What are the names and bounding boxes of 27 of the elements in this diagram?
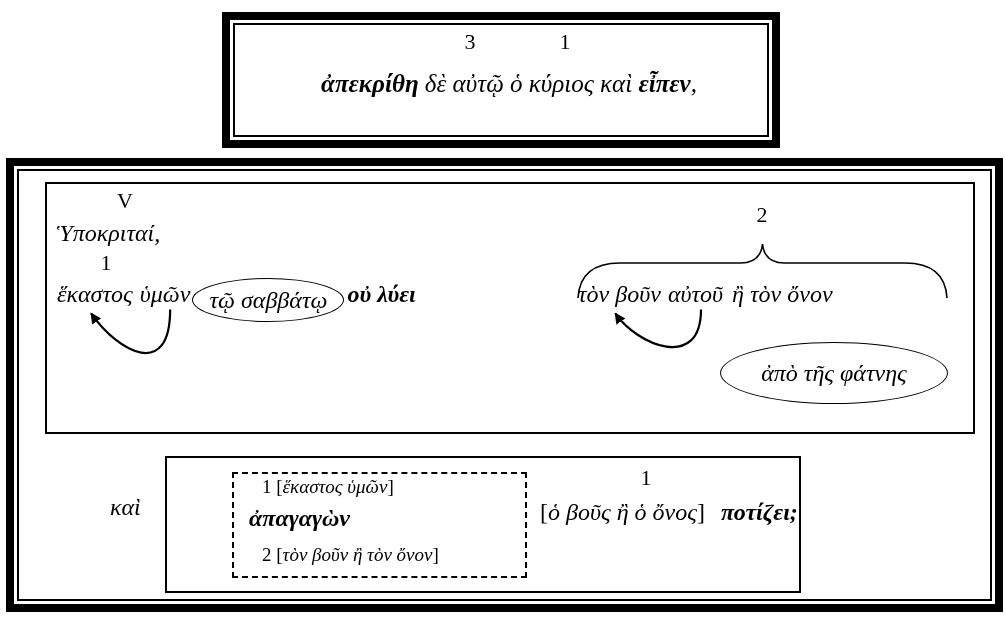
greek-phrase: 1 [ἕκαστος ὑμῶν]	[262, 477, 394, 498]
greek-verb: ποτίζει;	[721, 499, 798, 526]
reference-number: 1	[640, 466, 652, 491]
reference-number: 2	[756, 203, 768, 228]
curved-arrow	[614, 309, 703, 349]
clause-panel	[165, 456, 801, 593]
clause-panel	[45, 182, 975, 434]
reference-number: 3	[464, 30, 476, 55]
greek-word: αὐτοῦ	[667, 281, 724, 308]
greek-word: ὑμῶν	[139, 281, 191, 308]
greek-phrase: ἢ τὸν ὄνον	[732, 281, 833, 308]
dashed-box	[232, 472, 527, 578]
heading-frame	[222, 12, 780, 148]
greek-word: τὸν βοῦν	[578, 281, 661, 308]
outer-frame	[6, 158, 1003, 612]
greek-phrase: 2 [τὸν βοῦν ἢ τὸν ὄνον]	[262, 545, 439, 566]
reference-number: V	[117, 189, 133, 214]
greek-verb: οὐ λύει	[347, 281, 416, 308]
greek-phrase: [ὁ βοῦς ἢ ὁ ὄνος]	[540, 499, 705, 526]
reference-number: 1	[559, 30, 571, 55]
greek-verb: ἀπαγαγὼν	[249, 505, 350, 532]
reference-number: 1	[100, 251, 112, 276]
greek-word: Ὑποκριταί,	[57, 220, 161, 247]
greek-word: καὶ	[110, 494, 141, 521]
greek-sentence: ἀπεκρίθη δὲ αὐτῷ ὁ κύριος καὶ εἶπεν,	[321, 70, 697, 98]
greek-word: ἕκαστος	[57, 281, 133, 308]
curved-arrow	[90, 309, 172, 354]
